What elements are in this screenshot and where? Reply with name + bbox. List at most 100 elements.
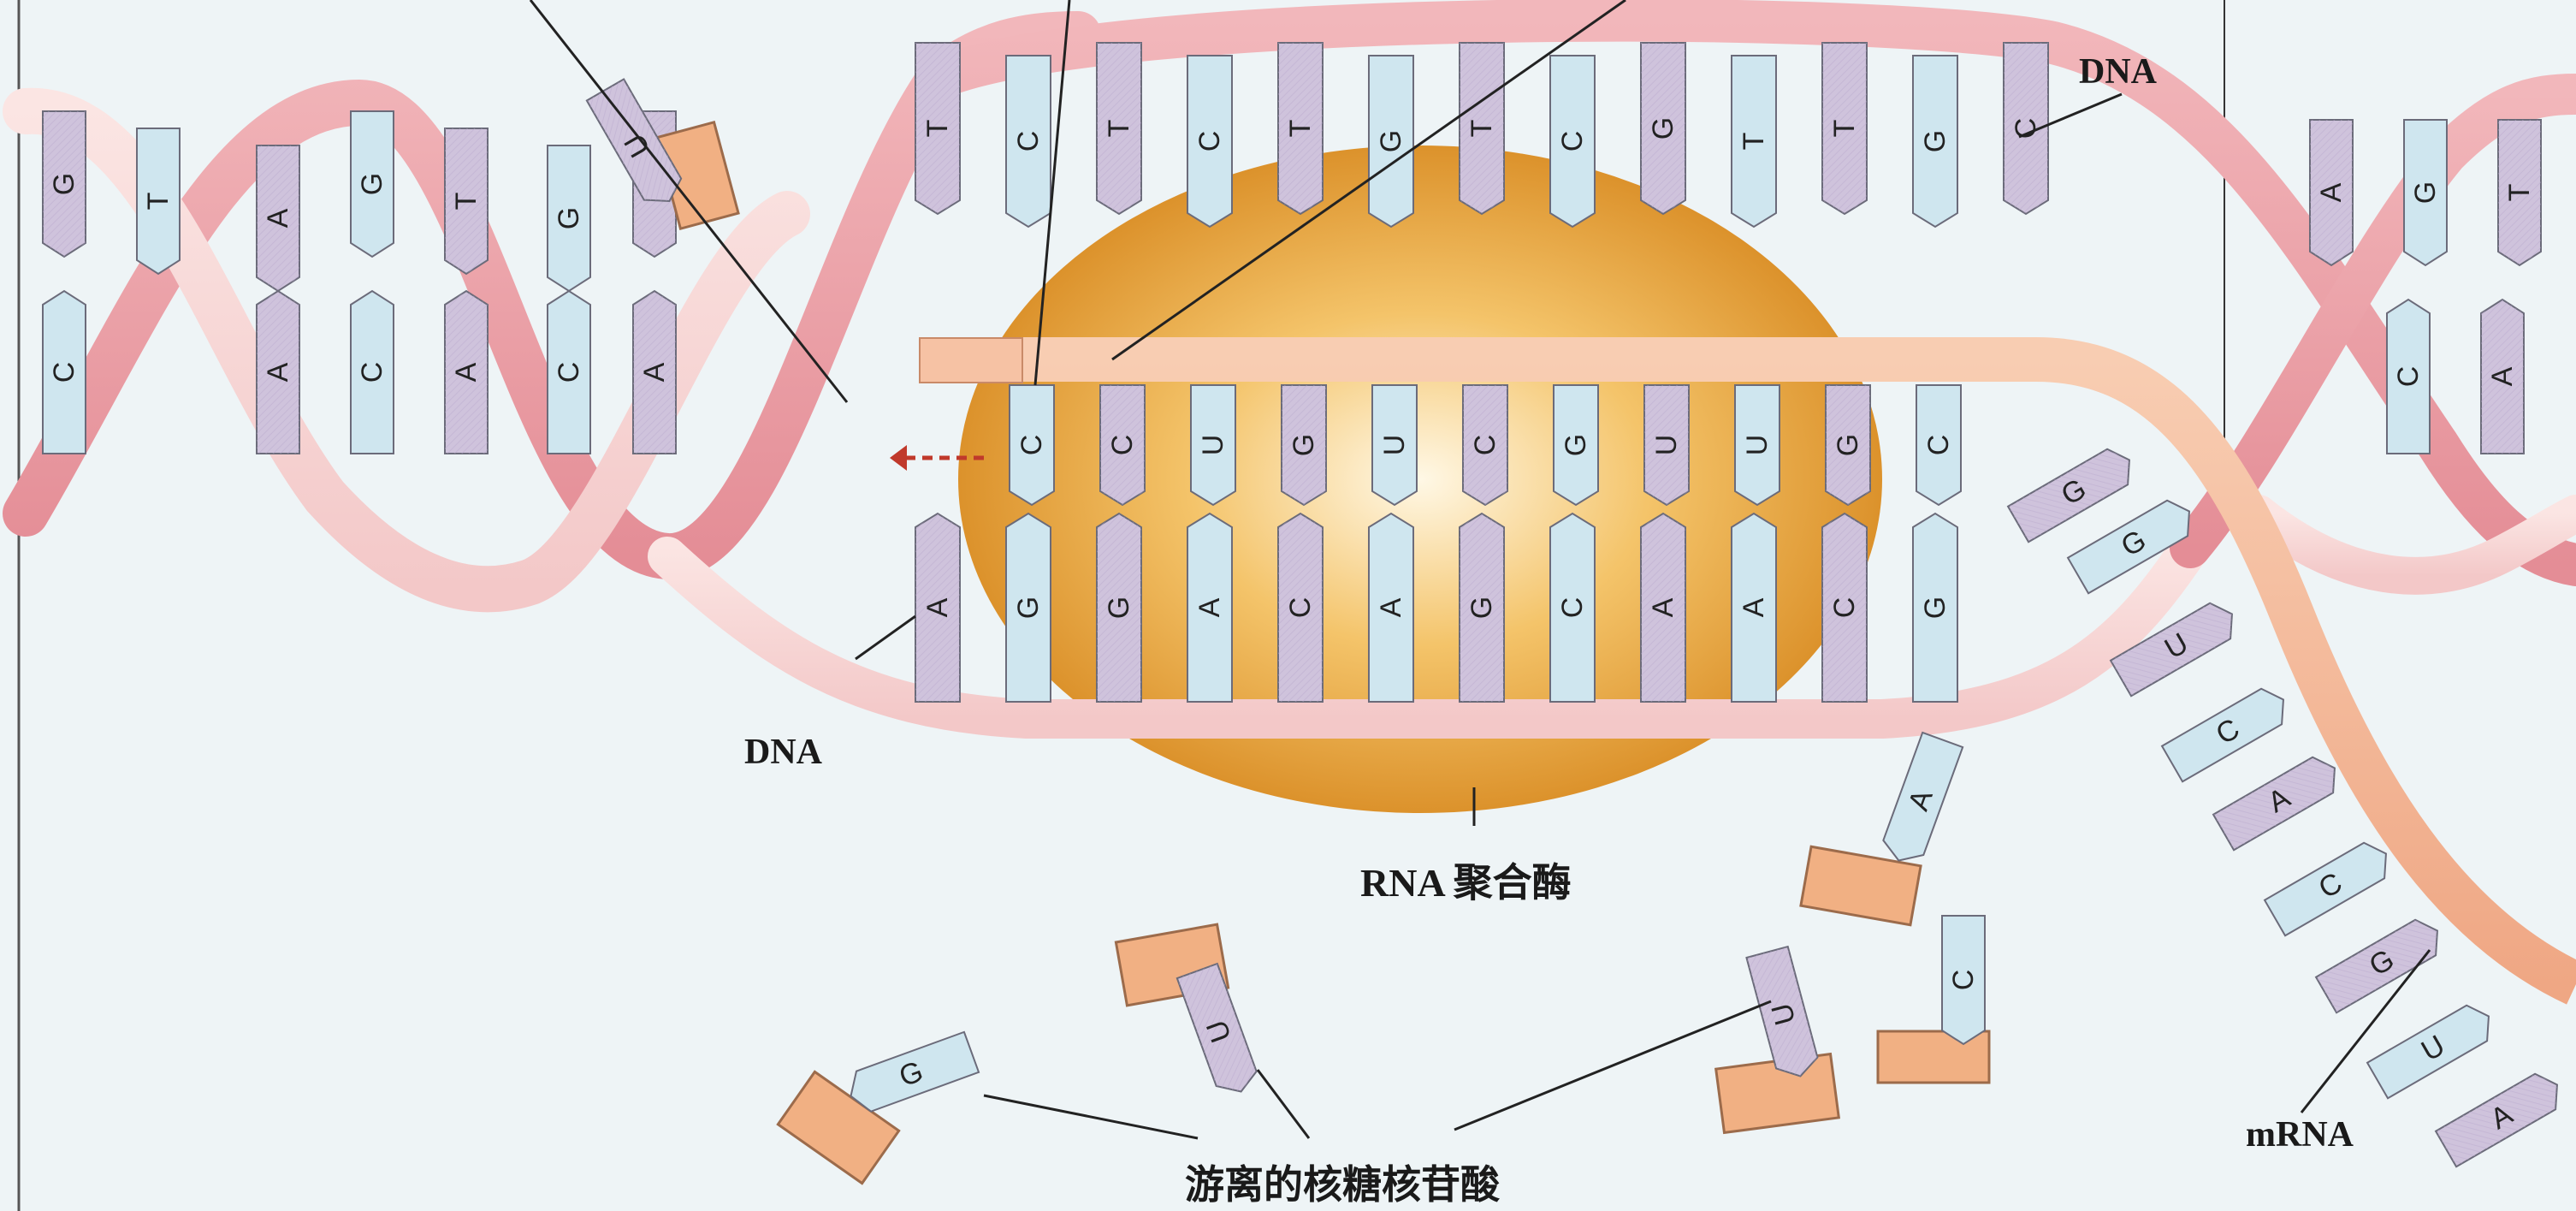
base-letter: C — [1016, 435, 1048, 456]
base-letter: G — [1560, 434, 1592, 456]
base-left-upper: G — [43, 111, 86, 257]
base-letter: G — [1103, 597, 1135, 619]
label-mrna: mRNA — [2246, 1114, 2354, 1155]
base-letter: U — [1741, 435, 1774, 456]
base-letter: T — [921, 120, 954, 138]
base-mrna-exit: C — [2162, 682, 2294, 782]
base-letter: T — [142, 193, 175, 211]
base-letter: A — [262, 208, 294, 228]
base-letter: T — [1103, 120, 1135, 138]
base-mrna-exit: U — [2367, 999, 2499, 1099]
base-template: T — [1732, 56, 1776, 227]
base-rna-pairing: U — [1191, 385, 1235, 505]
base-left-upper: G — [351, 111, 394, 257]
base-letter: G — [356, 173, 388, 195]
base-coding: A — [1187, 513, 1232, 702]
base-letter: U — [1378, 435, 1411, 456]
base-letter: C — [1469, 435, 1501, 456]
base-template: C — [1006, 56, 1051, 227]
label-free-nucleotides: 游离的核糖核苷酸 — [1185, 1154, 1500, 1210]
base-left-lower: C — [43, 291, 86, 454]
base-rna-pairing: U — [1372, 385, 1417, 505]
base-right-upper: A — [2310, 120, 2353, 265]
base-left-upper: G — [548, 145, 590, 291]
base-letter: G — [1919, 597, 1951, 619]
base-letter: U — [1650, 435, 1683, 456]
base-coding: G — [1097, 513, 1141, 702]
base-letter: G — [1466, 597, 1498, 619]
base-right-lower: C — [2387, 300, 2430, 454]
base-rna-pairing: C — [1100, 385, 1145, 505]
base-letter: C — [2392, 366, 2425, 388]
base-letter: T — [1466, 120, 1498, 138]
base-letter: A — [450, 362, 483, 382]
base-coding: A — [1641, 513, 1685, 702]
base-mrna-exit: G — [2316, 913, 2448, 1013]
base-rna-pairing: G — [1282, 385, 1326, 505]
base-letter: C — [356, 362, 388, 383]
base-rna-pairing: G — [1554, 385, 1598, 505]
base-letter: T — [1284, 120, 1317, 138]
base-rna-pairing: C — [1916, 385, 1961, 505]
base-template: G — [1641, 43, 1685, 214]
base-letter: A — [921, 597, 954, 617]
label-dna-bottom: DNA — [744, 732, 822, 773]
base-letter: T — [1828, 120, 1861, 138]
base-letter: T — [450, 193, 483, 211]
free-nucleotide: U — [1746, 947, 1821, 1082]
base-left-lower: A — [445, 291, 488, 454]
base-left-upper: T — [445, 128, 488, 274]
base-letter: G — [1012, 597, 1045, 619]
base-letter: C — [1556, 597, 1589, 619]
base-letter: C — [1556, 131, 1589, 152]
base-right-upper: G — [2404, 120, 2447, 265]
base-rna-pairing: G — [1826, 385, 1870, 505]
base-template: T — [1278, 43, 1323, 214]
base-coding: G — [1006, 513, 1051, 702]
base-letter: C — [553, 362, 585, 383]
base-letter: G — [1375, 130, 1407, 152]
base-left-upper: T — [137, 128, 180, 274]
free-nucleotide: A — [1879, 733, 1963, 868]
base-template: T — [1460, 43, 1504, 214]
base-coding: A — [1369, 513, 1413, 702]
base-rna-pairing: C — [1463, 385, 1507, 505]
base-letter: A — [1193, 597, 1226, 617]
base-mrna-exit: C — [2265, 836, 2396, 936]
base-letter: A — [1647, 597, 1679, 617]
base-left-lower: A — [633, 291, 676, 454]
base-coding: G — [1913, 513, 1957, 702]
base-letter: G — [1647, 117, 1679, 140]
base-letter: A — [1738, 597, 1770, 617]
base-right-lower: A — [2481, 300, 2524, 454]
base-left-lower: A — [257, 291, 299, 454]
free-nucleotide: G — [844, 1032, 979, 1116]
base-letter: C — [1193, 131, 1226, 152]
base-rna-pairing: C — [1010, 385, 1054, 505]
base-letter: A — [638, 362, 671, 382]
base-letter: G — [1288, 434, 1320, 456]
base-template: G — [1913, 56, 1957, 227]
base-right-upper: T — [2498, 120, 2541, 265]
base-letter: G — [1832, 434, 1864, 456]
mrna-end-block — [920, 338, 1022, 383]
base-left-lower: C — [351, 291, 394, 454]
base-rna-pairing: U — [1735, 385, 1780, 505]
base-coding: A — [1732, 513, 1776, 702]
free-nucleotide: U — [1177, 964, 1261, 1099]
base-template: T — [1822, 43, 1867, 214]
base-letter: U — [1197, 435, 1229, 456]
base-coding: C — [1550, 513, 1595, 702]
base-mrna-exit: A — [2213, 751, 2345, 851]
base-letter: C — [1922, 435, 1955, 456]
base-coding: A — [915, 513, 960, 702]
base-letter: A — [262, 362, 294, 382]
base-mrna-exit: A — [2436, 1067, 2567, 1167]
base-letter: C — [1828, 597, 1861, 619]
base-letter: G — [2409, 181, 2442, 204]
base-template: G — [1369, 56, 1413, 227]
base-letter: A — [2315, 182, 2348, 202]
base-letter: A — [1375, 597, 1407, 617]
